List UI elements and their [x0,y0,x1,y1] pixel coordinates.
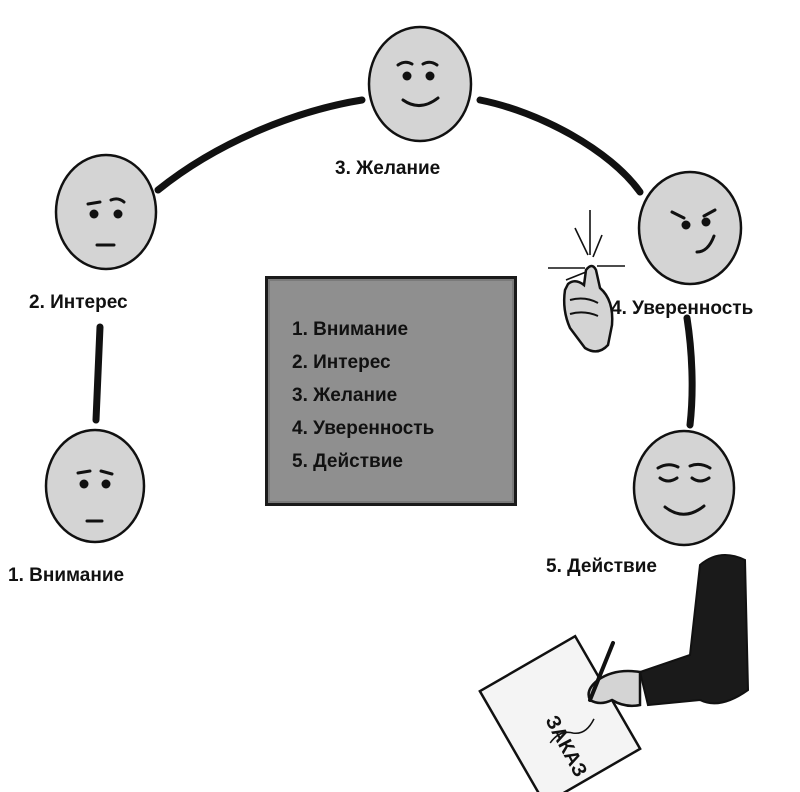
legend-item: 1. Внимание [292,319,409,340]
stage-label-4: 4. Уверенность [611,298,754,319]
connector-4-5 [683,314,696,429]
connector-2-3 [154,96,366,194]
stage-label-3: 3. Желание [335,158,441,179]
legend-item: 5. Действие [292,451,403,472]
legend-item: 3. Желание [292,385,398,406]
connector-3-4 [476,96,644,196]
neutral-face-icon [44,428,146,544]
confident-face-icon [637,170,743,286]
hand-signing-document-icon: ЗАКАЗ [478,554,750,792]
legend-box: 1. Внимание 2. Интерес 3. Желание 4. Уве… [265,276,517,506]
legend-item: 2. Интерес [292,352,391,373]
content-face-icon [632,429,736,547]
skeptical-face-icon [54,153,158,271]
stage-label-2: 2. Интерес [29,292,128,313]
legend-item: 4. Уверенность [292,418,435,439]
stage-label-5: 5. Действие [546,556,657,577]
legend-list: 1. Внимание 2. Интерес 3. Желание 4. Уве… [268,279,514,478]
stage-label-1: 1. Внимание [8,565,125,586]
smiling-face-icon [367,25,473,143]
snapping-fingers-hand-icon [548,210,625,353]
connector-1-2 [92,323,104,424]
